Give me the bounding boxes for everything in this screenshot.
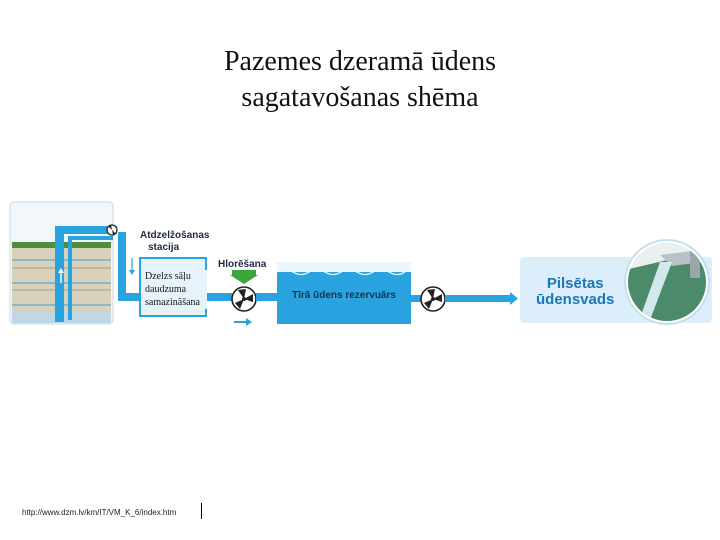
text-cursor xyxy=(201,503,202,519)
chlorination-label: Hlorēšana xyxy=(218,259,267,270)
source-url: http://www.dzm.lv/km/IT/VM_K_6/index.htm xyxy=(22,508,177,517)
flow-arrow-icon xyxy=(234,318,252,326)
water-treatment-scheme xyxy=(9,201,712,326)
page-title: Pazemes dzeramā ūdens sagatavošanas shēm… xyxy=(0,44,720,116)
clean-water-reservoir xyxy=(276,262,411,324)
iron-label-line-2: daudzuma xyxy=(145,284,187,295)
deferrization-label-line-1: Atdzelžošanas xyxy=(140,230,210,241)
deferrization-label: Atdzelžošanas stacija xyxy=(140,230,209,254)
reservoir-label: Tīrā ūdens rezervuārs xyxy=(292,290,396,301)
iron-reduction-label: Dzelzs sāļu daudzuma samazināšana xyxy=(145,270,207,309)
valve-icon xyxy=(106,224,118,236)
well-pipe xyxy=(55,226,117,322)
city-label-line-2: ūdensvads xyxy=(536,291,615,308)
fan-pump-icon xyxy=(420,286,446,312)
iron-label-line-3: samazināšana xyxy=(145,297,200,308)
city-water-supply-label: Pilsētas ūdensvads xyxy=(536,276,614,308)
city-label-line-1: Pilsētas xyxy=(546,275,604,292)
chlorination-arrow-icon xyxy=(230,270,258,284)
title-line-1: Pazemes dzeramā ūdens xyxy=(223,46,497,77)
deferrization-label-line-2: stacija xyxy=(148,242,180,253)
iron-label-line-1: Dzelzs sāļu xyxy=(145,271,191,282)
pipe-segment xyxy=(256,293,278,301)
title-line-2: sagatavošanas shēma xyxy=(241,82,479,113)
pipe-segment xyxy=(411,295,425,302)
water-tap-icon xyxy=(624,239,710,325)
pipe-to-city xyxy=(445,292,518,305)
fan-pump-icon xyxy=(231,286,257,312)
